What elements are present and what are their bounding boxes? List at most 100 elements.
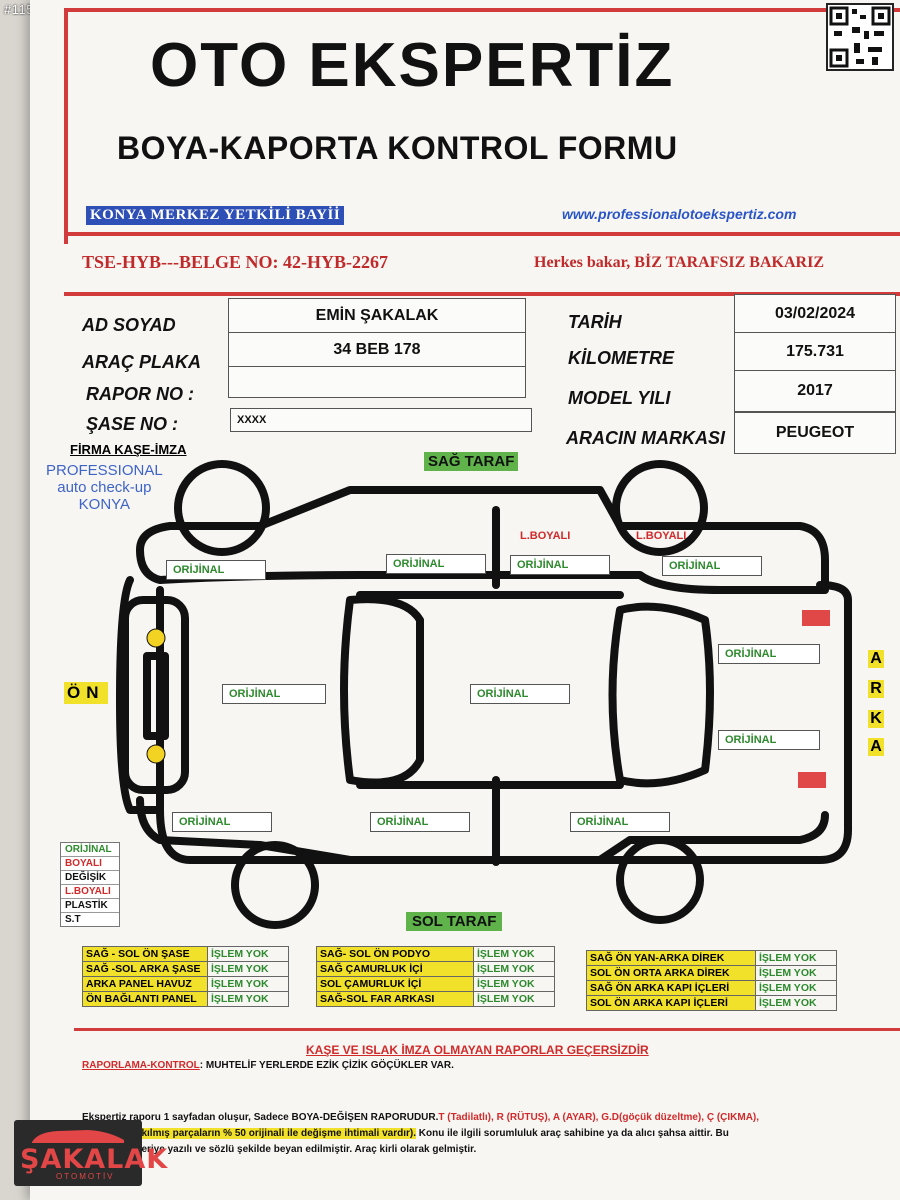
part-sag-on-kapi: ORİJİNAL: [386, 554, 486, 574]
raporlama-text: : MUHTELİF YERLERDE EZİK ÇİZİK GÖÇÜKLER …: [199, 1060, 454, 1071]
model-label: MODEL YILI: [568, 388, 671, 408]
km-field: 175.731: [734, 332, 896, 372]
legend-gd: G.D(göçük düzeltme),: [601, 1112, 705, 1123]
arka-letter-1: A: [868, 650, 884, 668]
sag-taraf-label: SAĞ TARAF: [424, 452, 519, 471]
footer-highlight: (Değişmiş takılmış parçaların % 50 oriji…: [82, 1128, 417, 1139]
check-value: İŞLEM YOK: [473, 991, 555, 1007]
arka-letter-2: R: [868, 680, 884, 698]
part-sag-on-camurluk: ORİJİNAL: [166, 560, 266, 580]
raporlama-kontrol: RAPORLAMA-KONTROL: MUHTELİF YERLERDE EZİ…: [82, 1060, 454, 1071]
check-key: SAĞ -SOL ARKA ŞASE: [82, 961, 208, 977]
company-stamp: PROFESSIONAL auto check-up KONYA: [46, 462, 163, 513]
legend-st: S.T: [65, 914, 81, 925]
marka-field: PEUGEOT: [734, 412, 896, 454]
footer-text: Konu ile ilgili sorumluluk araç sahibine…: [416, 1128, 729, 1139]
check-value: İŞLEM YOK: [207, 976, 289, 992]
website-link[interactable]: www.professionalotoekspertiz.com: [562, 206, 797, 222]
ad-soyad-field: EMİN ŞAKALAK: [228, 298, 526, 334]
check-value: İŞLEM YOK: [207, 991, 289, 1007]
sol-taraf-label: SOL TARAF: [406, 912, 503, 931]
check-value: İŞLEM YOK: [207, 961, 289, 977]
check-value: İŞLEM YOK: [755, 950, 837, 966]
legend-r: R (RÜTUŞ),: [496, 1112, 551, 1123]
rear-light-bottom: [798, 772, 826, 788]
check-key: SAĞ-SOL FAR ARKASI: [316, 991, 474, 1007]
legend-t: T (Tadilatlı),: [438, 1112, 494, 1123]
footer-line-1: Ekspertiz raporu 1 sayfadan oluşur, Sade…: [82, 1110, 872, 1126]
check-key: SOL ÖN ARKA KAPI İÇLERİ: [586, 995, 756, 1011]
legend-boyali: BOYALI: [61, 857, 119, 871]
check-value: İŞLEM YOK: [755, 965, 837, 981]
firma-kase-imza-label: FİRMA KAŞE-İMZA: [70, 442, 187, 457]
part-bagaj-alt: ORİJİNAL: [718, 730, 820, 750]
logo-name: ŞAKALAK: [20, 1144, 169, 1175]
logo-sub: OTOMOTİV: [56, 1172, 115, 1181]
stamp-line-3: KONYA: [78, 496, 131, 513]
part-sol-arka-kapi: ORİJİNAL: [570, 812, 670, 832]
divider: [64, 292, 900, 296]
check-key: SOL ÖN ORTA ARKA DİREK: [586, 965, 756, 981]
check-key: ARKA PANEL HAVUZ: [82, 976, 208, 992]
check-key: SAĞ - SOL ÖN ŞASE: [82, 946, 208, 962]
tarih-field: 03/02/2024: [734, 294, 896, 334]
arka-letter-3: K: [868, 710, 884, 728]
legend-plastik: PLASTİK: [61, 899, 119, 913]
model-field: 2017: [734, 370, 896, 412]
qr-code[interactable]: [826, 3, 894, 71]
check-key: SAĞ ÖN YAN-ARKA DİREK: [586, 950, 756, 966]
part-tavan: ORİJİNAL: [470, 684, 570, 704]
frame-left: [64, 8, 68, 244]
marka-label: ARACIN MARKASI: [566, 428, 725, 448]
car-diagram: [116, 460, 852, 929]
sase-label: ŞASE NO :: [86, 414, 179, 434]
part-sag-arka-camurluk-status: L.BOYALI: [636, 530, 687, 542]
check-value: İŞLEM YOK: [473, 976, 555, 992]
part-kaput: ORİJİNAL: [222, 684, 326, 704]
legend-c: Ç (ÇIKMA),: [706, 1112, 760, 1123]
rapor-field: [228, 366, 526, 398]
stamp-line-2: auto check-up: [57, 479, 152, 496]
sakalak-logo: ŞAKALAK OTOMOTİV: [14, 1120, 167, 1186]
dealer-badge: KONYA MERKEZ YETKİLİ BAYİİ: [86, 206, 345, 225]
check-value: İŞLEM YOK: [755, 995, 837, 1011]
part-sag-arka-kapi-status: L.BOYALI: [520, 530, 571, 542]
raporlama-label: RAPORLAMA-KONTROL: [82, 1060, 200, 1071]
form-subtitle: BOYA-KAPORTA KONTROL FORMU: [117, 130, 678, 166]
frame-top: [64, 8, 900, 12]
slogan: Herkes bakar, BİZ TARAFSIZ BAKARIZ: [534, 254, 824, 271]
footer-line-2: (Değişmiş takılmış parçaların % 50 oriji…: [82, 1126, 872, 1142]
tarih-label: TARİH: [568, 312, 622, 332]
stamp-warning: KAŞE VE ISLAK İMZA OLMAYAN RAPORLAR GEÇE…: [306, 1043, 649, 1057]
stamp-line-1: PROFESSIONAL: [46, 462, 163, 479]
part-sag-arka-camurluk: ORİJİNAL: [662, 556, 762, 576]
color-legend: ORİJİNAL BOYALI DEĞİŞİK L.BOYALI PLASTİK…: [60, 842, 120, 927]
footer-line-3: bilgiler müşteriye yazılı ve sözlü şekil…: [82, 1144, 477, 1155]
rear-light-top: [802, 610, 830, 626]
footer-notes: Ekspertiz raporu 1 sayfadan oluşur, Sade…: [82, 1110, 872, 1158]
check-value: İŞLEM YOK: [755, 980, 837, 996]
car-silhouette-icon: [32, 1130, 124, 1143]
arka-letter-4: A: [868, 738, 884, 756]
legend-a: A (AYAR),: [552, 1112, 599, 1123]
legend-degisik: DEĞİŞİK: [61, 871, 119, 885]
check-key: SAĞ ÖN ARKA KAPI İÇLERİ: [586, 980, 756, 996]
check-key: ÖN BAĞLANTI PANEL: [82, 991, 208, 1007]
check-key: SAĞ ÇAMURLUK İÇİ: [316, 961, 474, 977]
part-sol-on-kapi: ORİJİNAL: [370, 812, 470, 832]
check-value: İŞLEM YOK: [207, 946, 289, 962]
check-key: SOL ÇAMURLUK İÇİ: [316, 976, 474, 992]
form-title: OTO EKSPERTİZ: [150, 31, 675, 100]
rapor-label: RAPOR NO :: [86, 384, 194, 404]
